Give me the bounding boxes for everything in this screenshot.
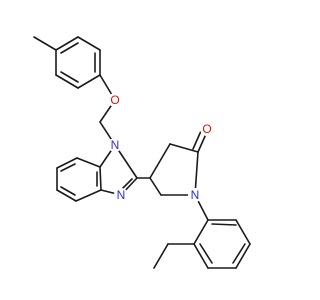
methyl-bond xyxy=(33,36,57,51)
pyrrolidinone-ring xyxy=(149,130,207,196)
atom-n1: N xyxy=(108,138,122,152)
atom-o-carbonyl: O xyxy=(200,122,214,136)
imidazole-n3-label: N xyxy=(117,188,126,202)
ether-oxygen-label: O xyxy=(110,93,119,107)
ethoxy-linker xyxy=(99,74,116,146)
molecule-structure: O N N N O xyxy=(33,36,251,269)
tolyl-ring xyxy=(55,36,101,89)
lactam-nitrogen-label: N xyxy=(191,188,200,202)
benzimidazole-core xyxy=(56,144,138,202)
atom-n3: N xyxy=(114,188,128,202)
atom-o-ether: O xyxy=(108,93,122,107)
carbonyl-oxygen-label: O xyxy=(202,122,211,136)
atom-n-lactam: N xyxy=(188,188,202,202)
imidazole-n1-label: N xyxy=(111,138,120,152)
ethylphenyl-ring xyxy=(153,194,251,269)
